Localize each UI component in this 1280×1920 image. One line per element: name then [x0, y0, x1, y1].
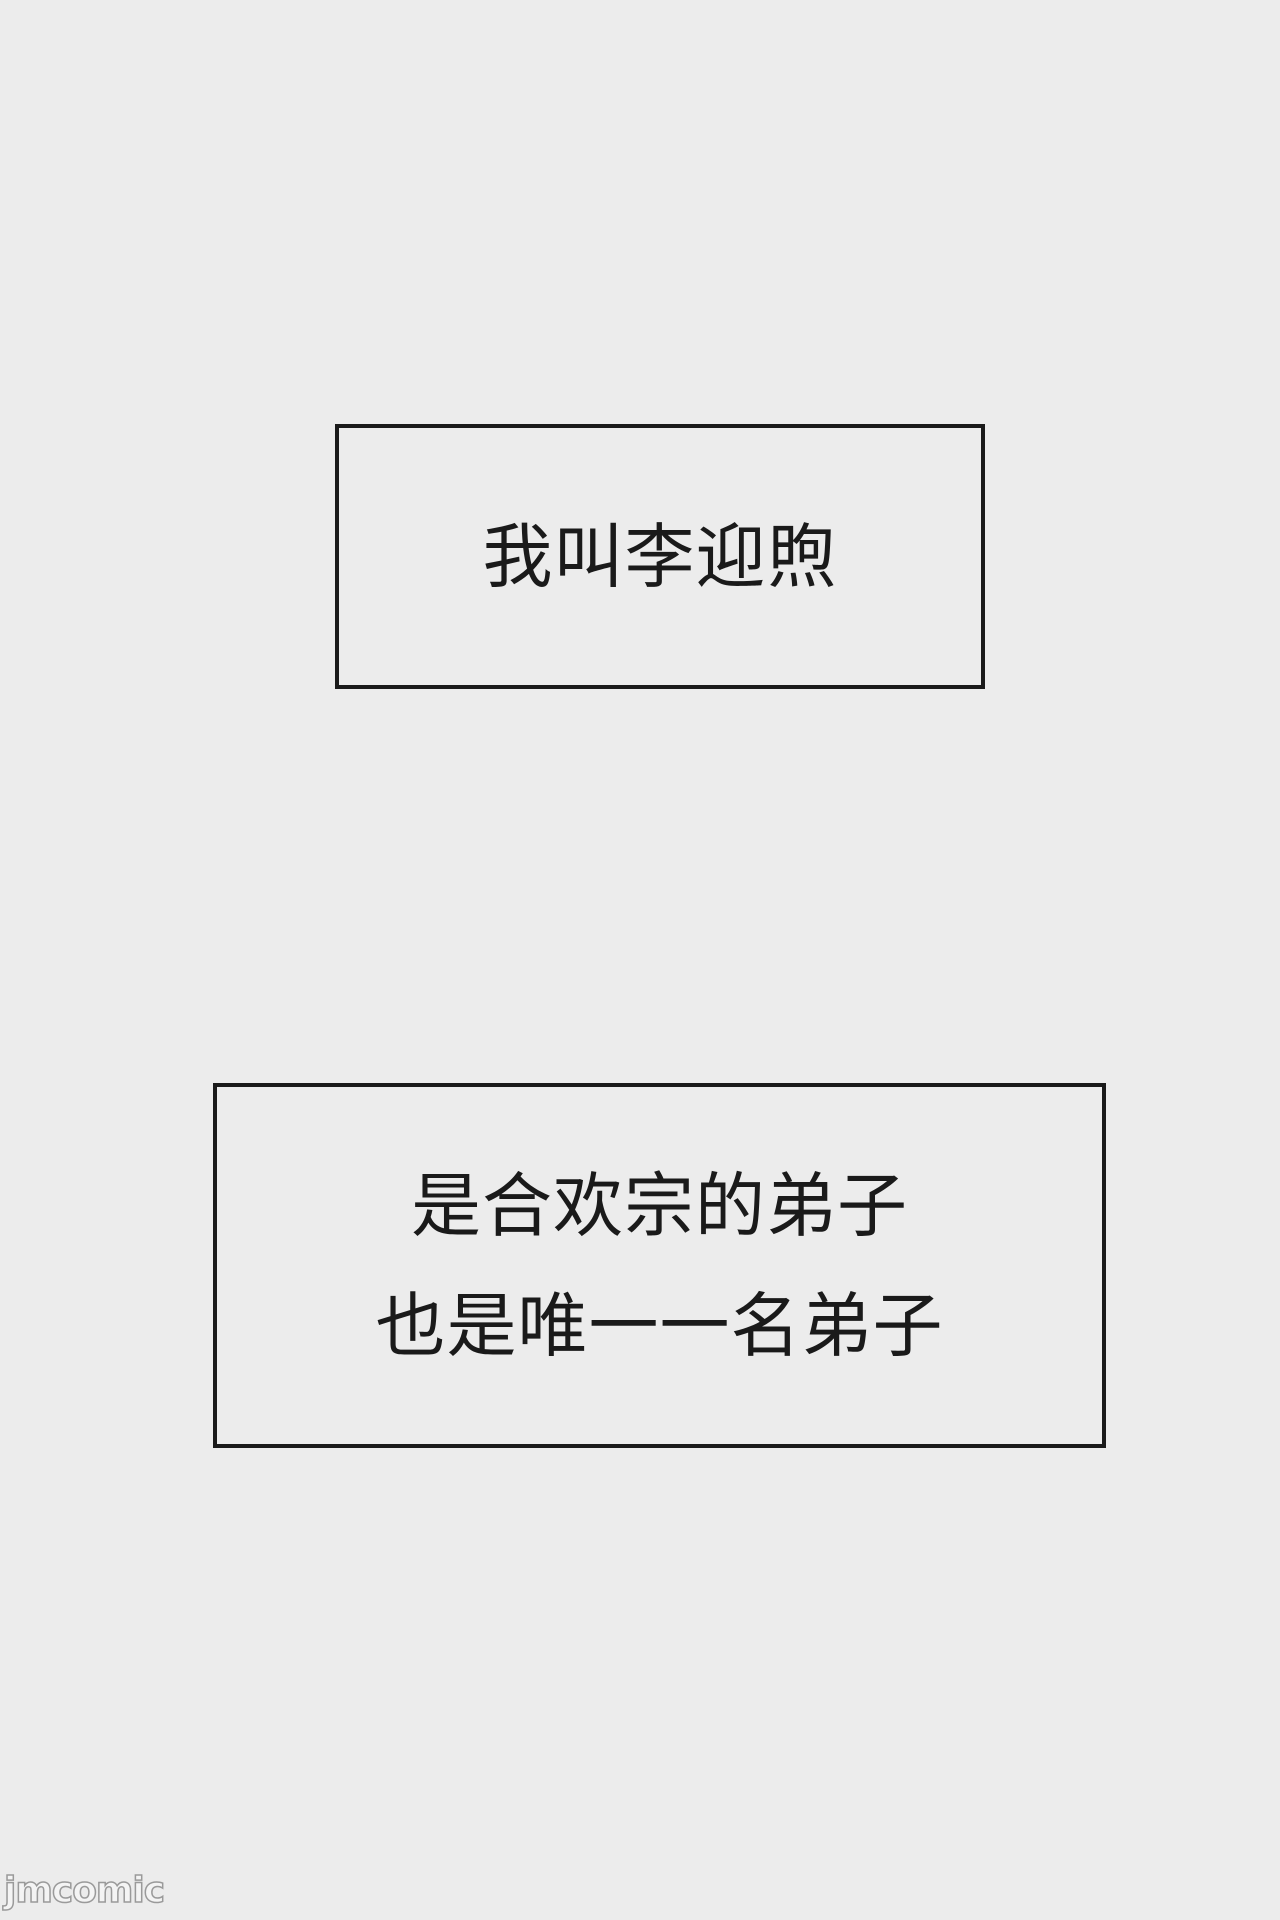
- caption-line-sect: 是合欢宗的弟子: [411, 1164, 908, 1247]
- caption-line-name: 我叫李迎煦: [482, 515, 838, 598]
- watermark-logo: jmcomic: [3, 1870, 166, 1911]
- caption-box-intro: 我叫李迎煦: [335, 424, 985, 689]
- caption-box-sect: 是合欢宗的弟子 也是唯一一名弟子: [213, 1083, 1106, 1448]
- caption-line-only-disciple: 也是唯一一名弟子: [375, 1284, 944, 1367]
